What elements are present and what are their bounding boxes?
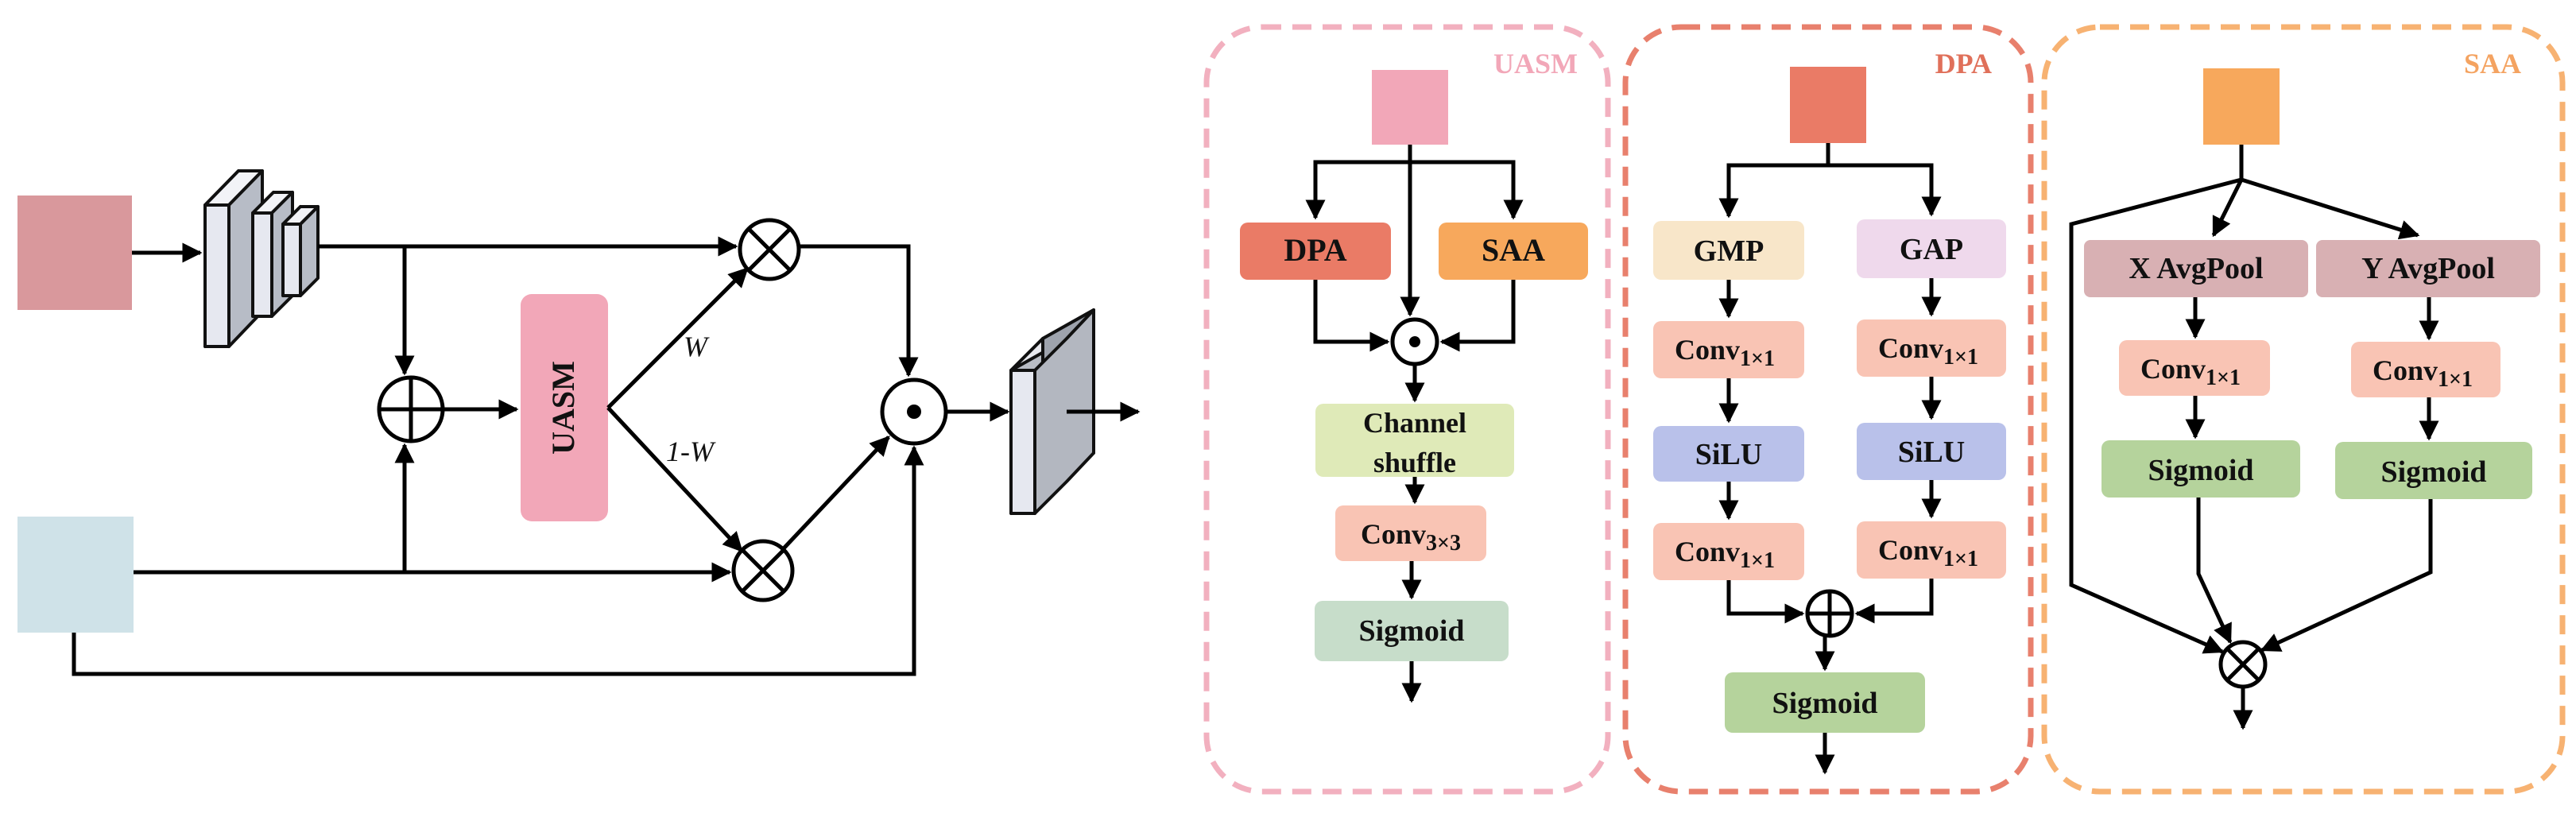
uasm-panel-title: UASM bbox=[1493, 48, 1578, 79]
saa-sigmoid-right-label: Sigmoid bbox=[2380, 455, 2486, 489]
saa-conv-right-text: Conv bbox=[2373, 354, 2438, 386]
saa-sigmoid-left-label: Sigmoid bbox=[2148, 454, 2253, 487]
uasm-sigmoid-block bbox=[1315, 601, 1509, 661]
dpa-gmp-block bbox=[1653, 221, 1804, 280]
dpa-detail-panel: DPA GMP GAP Conv1×1 Conv1×1 SiLU SiLU Co… bbox=[1622, 24, 2034, 795]
saa-conv-left-sub: 1×1 bbox=[2206, 366, 2241, 390]
saa-sigmoid-left bbox=[2101, 440, 2300, 498]
saa-conv-right-sub: 1×1 bbox=[2438, 367, 2473, 392]
inverse-weight-label: 1-W bbox=[666, 436, 716, 467]
dpa-conv-left-1-label: Conv1×1 bbox=[1675, 334, 1775, 371]
uasm-dpa-block bbox=[1240, 223, 1391, 280]
saa-panel-border bbox=[2041, 24, 2566, 795]
dpa-silu-left-label: SiLU bbox=[1695, 438, 1762, 471]
dpa-conv-right-1-label: Conv1×1 bbox=[1878, 332, 1978, 370]
saa-y-avgpool-label: Y AvgPool bbox=[2361, 252, 2495, 285]
saa-y-avgpool-block bbox=[2316, 240, 2540, 297]
saa-detail-panel: SAA X AvgPool Y AvgPool Conv1×1 Conv1×1 … bbox=[2041, 24, 2566, 795]
uasm-conv-text: Conv bbox=[1361, 518, 1426, 550]
dpa-silu-right-label: SiLU bbox=[1898, 436, 1965, 469]
uasm-channel-shuffle-line1: Channel bbox=[1363, 407, 1466, 439]
uasm-conv-block bbox=[1335, 505, 1486, 561]
uasm-detail-panel: UASM DPA SAA Channel shuffle Conv3×3 Sig… bbox=[1203, 24, 1611, 795]
dpa-gap-block bbox=[1857, 219, 2006, 278]
dpa-silu-left bbox=[1653, 426, 1804, 482]
dpa-conv-right-2 bbox=[1857, 521, 2006, 579]
dot-operator-left bbox=[880, 378, 948, 446]
overview-connections bbox=[72, 236, 1141, 676]
input-feature-top bbox=[17, 196, 132, 310]
dpa-conv-left-1-text: Conv bbox=[1675, 334, 1740, 366]
uasm-conv-label: Conv3×3 bbox=[1361, 518, 1461, 556]
overview-section: UASM bbox=[17, 169, 1141, 676]
dpa-conv-left-2 bbox=[1653, 523, 1804, 580]
conv-stack-icon bbox=[203, 169, 320, 348]
dpa-conv-right-2-sub: 1×1 bbox=[1943, 547, 1978, 571]
saa-x-avgpool-label: X AvgPool bbox=[2129, 252, 2263, 285]
dpa-conv-right-1-sub: 1×1 bbox=[1943, 345, 1978, 370]
dpa-gmp-label: GMP bbox=[1694, 234, 1764, 268]
uasm-box bbox=[521, 294, 608, 521]
saa-conv-right bbox=[2351, 342, 2500, 397]
saa-conv-left bbox=[2119, 340, 2270, 396]
dpa-sigmoid-label: Sigmoid bbox=[1772, 687, 1877, 720]
saa-panel-connections bbox=[2069, 145, 2439, 730]
dpa-conv-left-1-sub: 1×1 bbox=[1740, 347, 1775, 371]
uasm-panel-border bbox=[1203, 24, 1611, 795]
multiply-operator-top bbox=[738, 218, 801, 281]
uasm-channel-shuffle-block bbox=[1315, 404, 1514, 477]
saa-x-avgpool-block bbox=[2084, 240, 2308, 297]
input-feature-bottom bbox=[17, 517, 134, 633]
uasm-sigmoid-label: Sigmoid bbox=[1358, 614, 1464, 648]
dpa-gap-label: GAP bbox=[1900, 233, 1963, 266]
dpa-add-operator bbox=[1805, 589, 1854, 638]
dpa-panel-title: DPA bbox=[1935, 48, 1992, 79]
saa-sigmoid-right bbox=[2335, 442, 2532, 499]
uasm-conv-subscript: 3×3 bbox=[1426, 531, 1461, 556]
saa-panel-title: SAA bbox=[2464, 48, 2521, 79]
uasm-saa-block bbox=[1439, 223, 1588, 280]
saa-input-square bbox=[2203, 68, 2280, 145]
dpa-conv-right-2-text: Conv bbox=[1878, 534, 1943, 566]
uasm-dot-operator bbox=[1390, 317, 1439, 366]
dpa-conv-right-1-text: Conv bbox=[1878, 332, 1943, 364]
multiply-operator-bottom bbox=[731, 539, 795, 602]
uasm-panel-connections bbox=[1305, 145, 1524, 703]
saa-conv-left-label: Conv1×1 bbox=[2140, 353, 2241, 390]
weight-label: W bbox=[684, 331, 710, 362]
dpa-silu-right bbox=[1857, 423, 2006, 480]
saa-conv-left-text: Conv bbox=[2140, 353, 2206, 385]
dpa-conv-right-2-label: Conv1×1 bbox=[1878, 534, 1978, 571]
uasm-box-label: UASM bbox=[545, 361, 581, 455]
dpa-input-square bbox=[1790, 67, 1866, 143]
output-layer-icon bbox=[1009, 308, 1095, 515]
saa-conv-right-label: Conv1×1 bbox=[2373, 354, 2473, 392]
dpa-conv-left-2-text: Conv bbox=[1675, 536, 1740, 567]
dpa-conv-left-2-label: Conv1×1 bbox=[1675, 536, 1775, 573]
uasm-saa-label: SAA bbox=[1482, 232, 1545, 268]
dpa-panel-border bbox=[1622, 24, 2034, 795]
dpa-panel-connections bbox=[1718, 143, 1942, 775]
uasm-dpa-label: DPA bbox=[1284, 232, 1346, 268]
saa-multiply-operator bbox=[2218, 640, 2268, 689]
add-operator-left bbox=[377, 375, 445, 443]
dpa-conv-left-2-sub: 1×1 bbox=[1740, 548, 1775, 573]
dpa-conv-left-1 bbox=[1653, 321, 1804, 378]
uasm-input-square bbox=[1372, 70, 1448, 145]
uasm-channel-shuffle-line2: shuffle bbox=[1373, 447, 1456, 478]
dpa-conv-right-1 bbox=[1857, 319, 2006, 377]
dpa-sigmoid-block bbox=[1725, 672, 1925, 733]
